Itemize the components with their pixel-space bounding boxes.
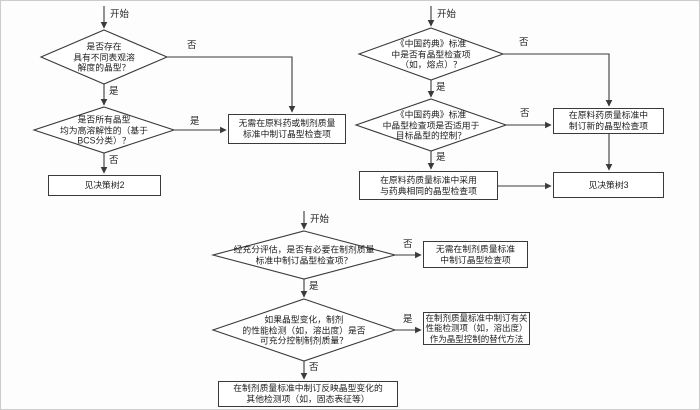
tree2-connectors	[427, 6, 613, 190]
tree3-decision1-yes-label: 是	[309, 281, 319, 292]
tree1-decision1-diamond	[39, 29, 169, 85]
tree2-decision1-no-label: 否	[519, 37, 529, 48]
tree3-decision1-diamond	[210, 230, 398, 280]
tree3-decision2-no-label: 否	[309, 362, 319, 373]
tree1-decision2-yes-label: 是	[190, 116, 200, 127]
tree2-box-new-item: 在原料药质量标准中 制订新的晶型检查项	[553, 108, 664, 134]
tree1-box-no-need: 无需在原料药或制剂质量 标准中制订晶型检查项	[228, 114, 346, 144]
tree3-decision1-no-label: 否	[403, 239, 413, 250]
tree1-box-see-tree2: 见决策树2	[48, 175, 161, 196]
tree3-decision2-diamond	[211, 298, 397, 362]
tree3-start-label: 开始	[310, 214, 330, 225]
tree3-box-other-tests: 在制剂质量标准中制订反映晶型变化的 其他检测项（如，固态表征等）	[218, 381, 398, 407]
tree2-decision1-diamond	[357, 27, 505, 81]
tree1-decision1-yes-label: 是	[109, 86, 119, 97]
tree3-decision2-yes-label: 是	[403, 314, 413, 325]
tree3-box-no-need: 无需在制剂质量标准 中制订晶型检查项	[423, 241, 528, 268]
tree3-box-alternative: 在制剂质量标准中制订有关 性能检测项（如，溶出度） 作为晶型控制的替代方法	[423, 312, 530, 345]
tree2-box-same-item: 在原料药质量标准中采用 与药典相同的晶型检查项	[359, 171, 498, 200]
tree3-connectors	[300, 211, 422, 380]
tree1-decision2-diamond	[32, 106, 176, 154]
tree2-decision2-no-label: 否	[520, 108, 530, 119]
tree1-decision2-no-label: 否	[109, 155, 119, 166]
tree2-decision2-yes-label: 是	[436, 152, 446, 163]
tree2-start-label: 开始	[437, 9, 457, 20]
tree1-decision1-no-label: 否	[187, 40, 197, 51]
tree2-decision1-yes-label: 是	[436, 82, 446, 93]
tree2-decision2-diamond	[354, 98, 508, 152]
tree2-box-see-tree3: 见决策树3	[553, 172, 664, 198]
tree1-connectors	[100, 6, 296, 174]
tree1-start-label: 开始	[110, 9, 130, 20]
